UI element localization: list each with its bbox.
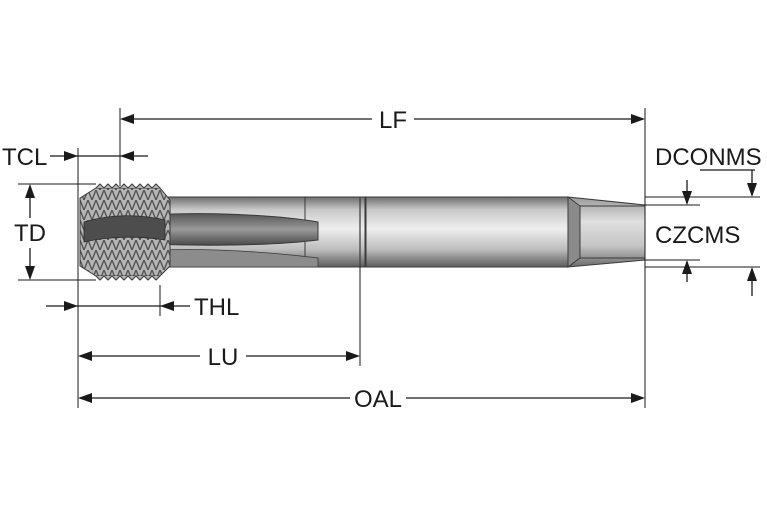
label-czcms: CZCMS — [655, 222, 740, 249]
tap-flute — [149, 213, 319, 246]
dim-lf — [120, 114, 645, 124]
dim-czcms — [682, 180, 692, 282]
tap-tool — [79, 183, 646, 281]
dim-oal — [78, 393, 645, 403]
label-tcl: TCL — [2, 144, 47, 171]
label-lf: LF — [379, 107, 407, 134]
dim-dconms — [700, 169, 757, 296]
label-td: TD — [14, 220, 46, 247]
label-thl: THL — [194, 294, 239, 321]
label-oal: OAL — [354, 386, 402, 413]
label-dconms: DCONMS — [655, 144, 762, 171]
dim-tcl — [50, 151, 148, 161]
dim-thl — [46, 301, 190, 311]
dim-td — [25, 184, 35, 280]
dim-lu — [78, 351, 360, 361]
extension-lines — [18, 108, 760, 408]
label-lu: LU — [208, 344, 239, 371]
